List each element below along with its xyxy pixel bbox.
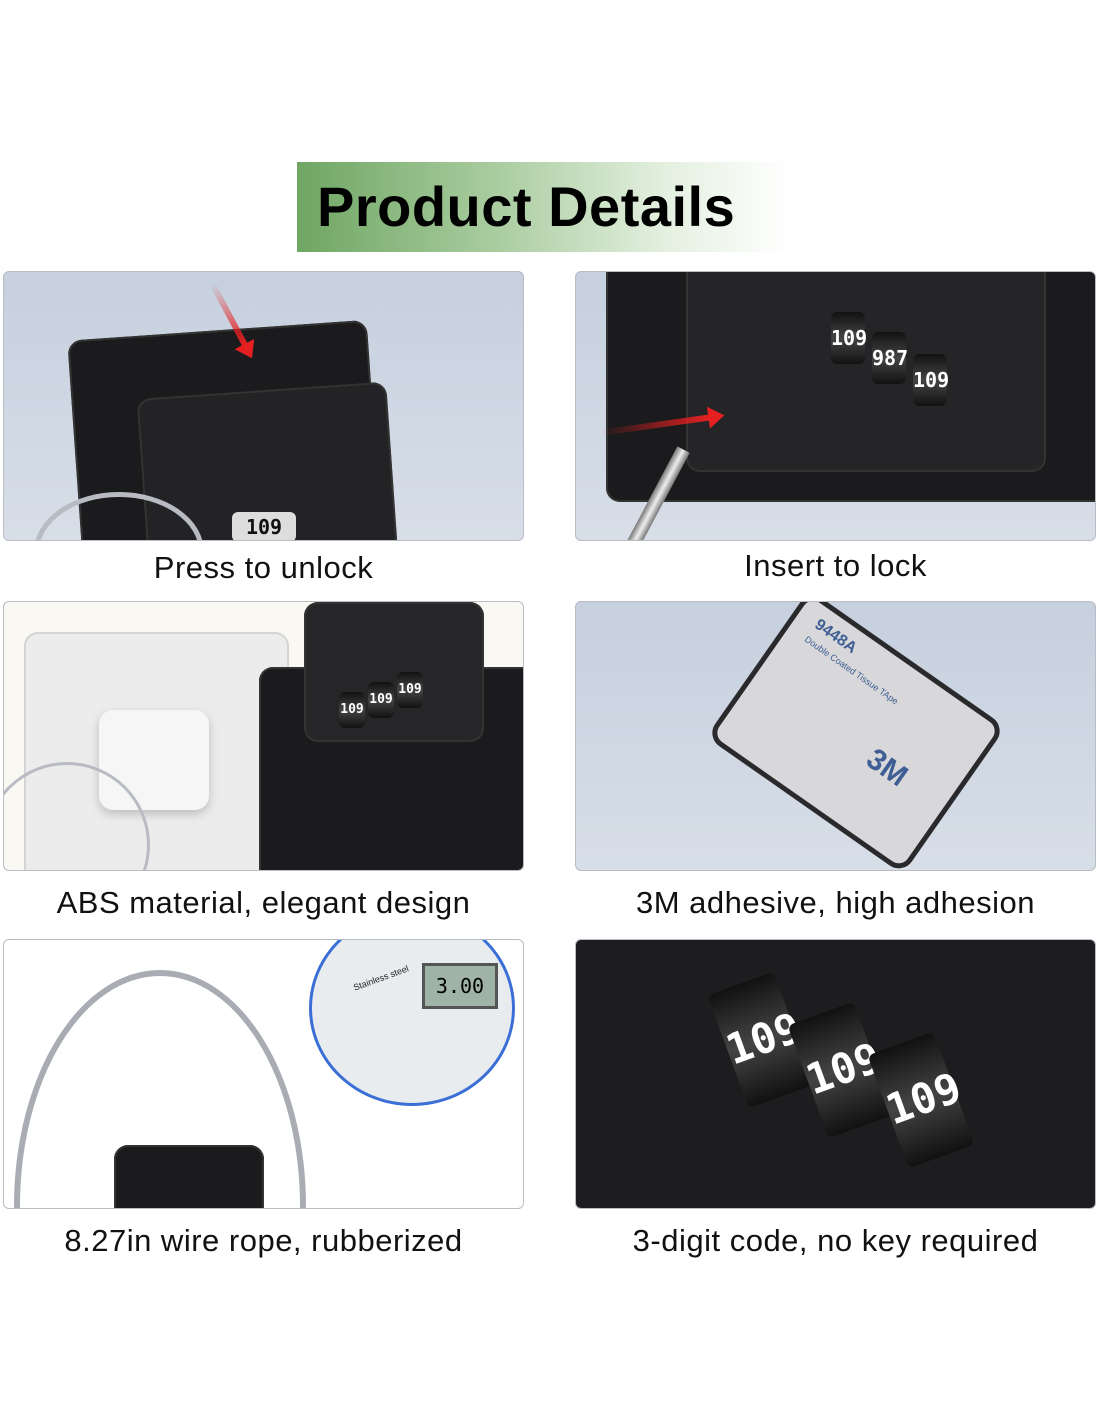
code-dial: 109 xyxy=(368,682,394,718)
panel-press-to-unlock: 109 xyxy=(3,271,524,541)
panel-3-digit-code: 109 109 109 xyxy=(575,939,1096,1209)
page-title: Product Details xyxy=(317,175,736,238)
panel-wire-rope: Stainless steel 3.00 xyxy=(3,939,524,1209)
caption-press-to-unlock: Press to unlock xyxy=(153,550,374,585)
panel-insert-to-lock: 109 987 109 xyxy=(575,271,1096,541)
lock-body xyxy=(114,1145,264,1208)
caliper-label: Stainless steel xyxy=(352,963,410,993)
code-dial: 109 xyxy=(913,354,949,406)
caption-3m-adhesive: 3M adhesive, high adhesion xyxy=(635,885,1036,920)
tape-brand: 3M xyxy=(860,742,914,794)
code-dial: 987 xyxy=(872,332,908,384)
code-dial: 109 xyxy=(232,512,296,540)
caption-insert-to-lock: Insert to lock xyxy=(744,548,927,583)
code-dial: 109 xyxy=(339,692,365,728)
black-lock-body xyxy=(304,602,484,742)
code-dial: 109 xyxy=(831,312,867,364)
code-dial: 109 xyxy=(867,1031,975,1169)
caption-abs-material: ABS material, elegant design xyxy=(56,885,471,920)
caliper-reading: 3.00 xyxy=(422,963,498,1009)
code-dial: 109 xyxy=(397,672,423,708)
lock-body xyxy=(686,272,1046,472)
adhesive-pad: 9448A Double Coated Tissue TApe 3M xyxy=(706,602,1006,870)
caption-wire-rope: 8.27in wire rope, rubberized xyxy=(64,1223,463,1258)
panel-3m-adhesive: 9448A Double Coated Tissue TApe 3M xyxy=(575,601,1096,871)
title-banner: Product Details xyxy=(297,162,790,252)
caption-3-digit-code: 3-digit code, no key required xyxy=(632,1223,1039,1258)
caliper-magnifier: Stainless steel 3.00 xyxy=(309,940,515,1106)
panel-abs-material: 109 109 109 xyxy=(3,601,524,871)
